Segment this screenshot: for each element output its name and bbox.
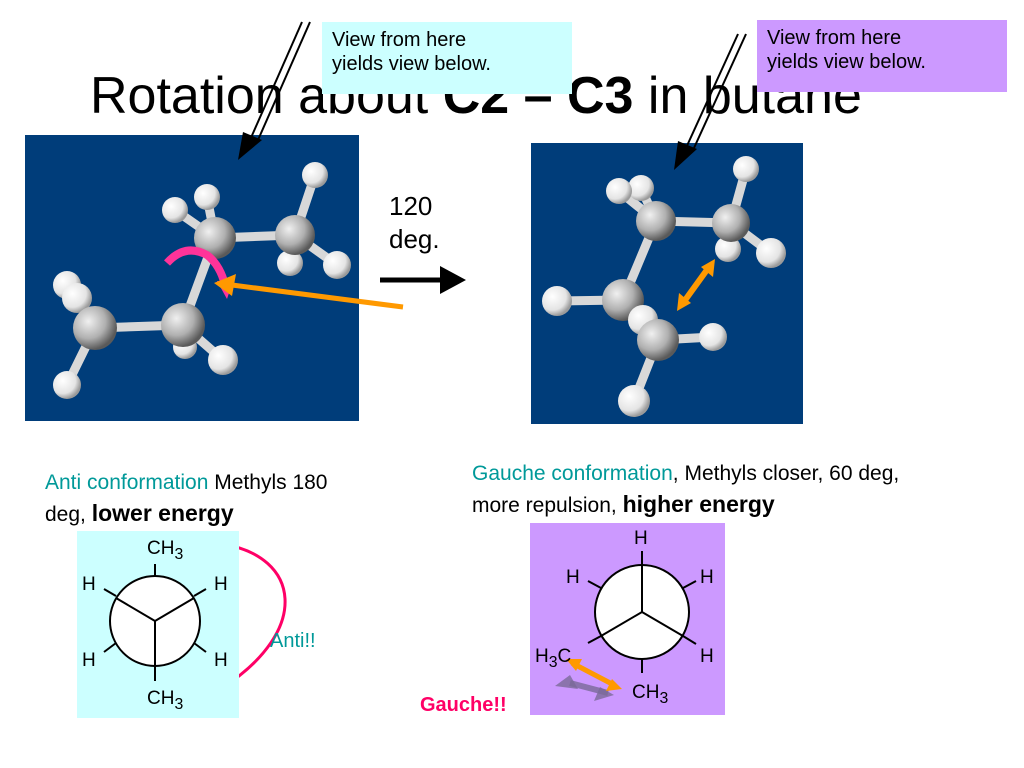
newman-projection-anti: CH3 H H H H CH3 [77,531,239,718]
anti-label: Anti!! [270,630,316,652]
gauche-caption: Gauche conformation, Methyls closer, 60 … [472,458,952,521]
newman-gauche-bottom-sub: 3 [659,689,669,707]
anti-caption-energy: lower energy [91,500,234,526]
anti-molecule-image [25,135,359,421]
rotation-degrees: 120 deg. [389,190,440,256]
gauche-label: Gauche!! [420,694,507,716]
rotation-line1: 120 [389,191,433,221]
newman-gauche-lower-left-post: C [557,646,572,667]
newman-gauche-bottom-text: CH [632,682,660,703]
newman-anti-top: CH3 [147,539,183,565]
newman-anti-upper-right: H [214,574,228,595]
anti-molecule-model [53,162,351,399]
gauche-molecule-image [531,143,803,424]
callout-left-line2: yields view below. [332,53,491,75]
newman-gauche-lower-left-pre: H [535,646,549,667]
callout-view-right: View from here yields view below. [757,20,1007,92]
newman-gauche-top: H [634,528,648,549]
newman-projection-gauche: H H H H3C H CH3 [530,523,725,715]
gauche-repulsion-arrow [555,659,622,701]
rotation-line2: deg. [389,224,440,254]
newman-gauche-lower-right: H [700,646,714,667]
anti-caption-text: Methyls 180 deg, [45,471,328,526]
anti-caption-term: Anti conformation [45,471,209,494]
newman-anti-lower-right: H [214,650,228,671]
newman-anti-lower-left: H [82,650,96,671]
newman-anti-bottom: CH3 [147,689,183,715]
newman-gauche-bottom: CH3 [632,683,668,709]
newman-gauche-upper-left: H [566,567,580,588]
newman-gauche-lower-left: H3C [535,647,571,673]
anti-caption: Anti conformation Methyls 180 deg, lower… [45,467,355,530]
gauche-caption-term: Gauche conformation [472,462,673,485]
callout-right-line1: View from here [767,27,902,49]
newman-gauche-upper-right: H [700,567,714,588]
callout-view-left: View from here yields view below. [322,22,572,94]
gauche-molecule-model [542,156,786,417]
newman-anti-diagram [103,564,207,681]
newman-anti-top-sub: 3 [174,545,184,563]
gauche-caption-text: , Methyls closer, 60 deg, more repulsion… [472,462,900,517]
newman-gauche-diagram [555,551,697,701]
callout-right-line2: yields view below. [767,51,926,73]
newman-anti-upper-left: H [82,574,96,595]
newman-anti-bottom-text: CH [147,688,175,709]
newman-anti-bottom-sub: 3 [174,695,184,713]
newman-gauche-lower-left-sub: 3 [548,653,558,671]
callout-left-line1: View from here [332,29,467,51]
rotation-arrow [380,266,466,294]
newman-anti-top-text: CH [147,538,175,559]
gauche-caption-energy: higher energy [622,491,775,517]
